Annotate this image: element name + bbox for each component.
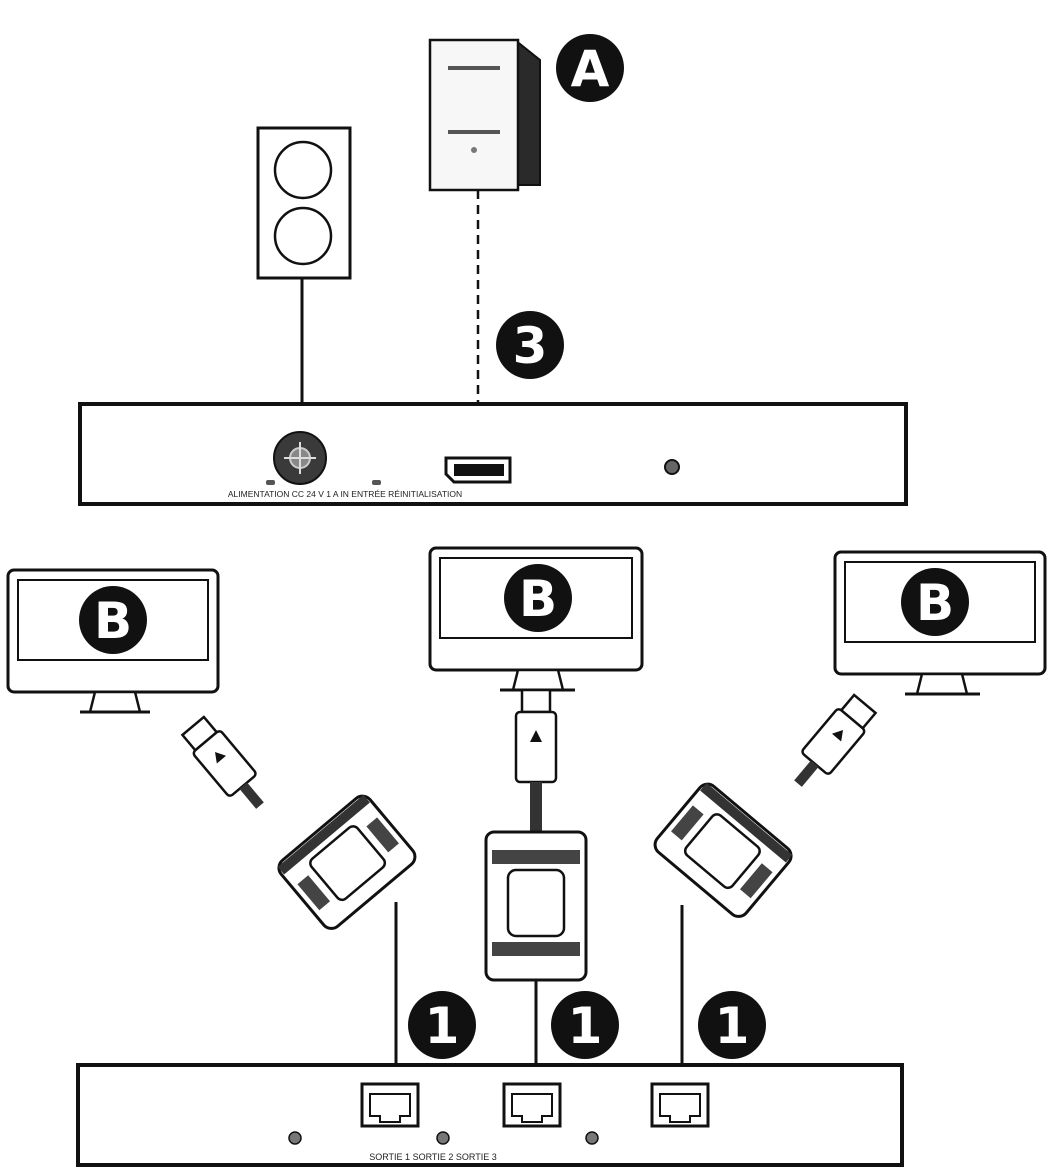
- badge-output-cable-label: 1: [715, 997, 750, 1055]
- transmitter-unit: ALIMENTATION CC 24 V 1 A IN ENTRÉE RÉINI…: [78, 402, 908, 506]
- badge-computer: A: [556, 34, 624, 102]
- displayport-plug-icon: [514, 688, 558, 832]
- badge-monitor-label: B: [94, 592, 132, 650]
- rj45-port-icon: [502, 1082, 562, 1128]
- status-led: [288, 1131, 302, 1145]
- dc-power-jack: [273, 431, 327, 485]
- transmitter-port-labels: ALIMENTATION CC 24 V 1 A IN ENTRÉE RÉINI…: [228, 489, 462, 499]
- badge-monitor-label: B: [519, 570, 557, 628]
- led: [266, 480, 275, 485]
- hdbaset-receiver-icon: [653, 782, 793, 918]
- badge-output-cable: 1: [698, 991, 766, 1059]
- badge-monitor: B: [504, 564, 572, 632]
- rj45-port-icon: [650, 1082, 710, 1128]
- rj45-port-icon: [360, 1082, 420, 1128]
- badge-computer-label: A: [571, 40, 610, 98]
- status-led: [436, 1131, 450, 1145]
- badge-output-cable-label: 1: [425, 997, 460, 1055]
- hdbaset-receiver-icon: [277, 794, 417, 930]
- wall-outlet-icon: [256, 126, 352, 280]
- splitter-unit: SORTIE 1 SORTIE 2 SORTIE 3: [76, 1063, 904, 1167]
- badge-input-cable: 3: [496, 311, 564, 379]
- displayport-plug-icon: [180, 715, 264, 809]
- badge-monitor: B: [79, 586, 147, 654]
- badge-output-cable: 1: [551, 991, 619, 1059]
- badge-output-cable: 1: [408, 991, 476, 1059]
- status-led: [585, 1131, 599, 1145]
- badge-output-cable-label: 1: [568, 997, 603, 1055]
- displayport-plug-icon: [794, 693, 878, 787]
- splitter-port-labels: SORTIE 1 SORTIE 2 SORTIE 3: [369, 1152, 497, 1162]
- computer-tower-icon: [428, 38, 541, 192]
- badge-input-cable-label: 3: [513, 317, 548, 375]
- displayport-input-port: [444, 456, 512, 484]
- badge-monitor-label: B: [916, 574, 954, 632]
- led: [372, 480, 381, 485]
- reset-button: [664, 459, 680, 475]
- hdbaset-receiver-icon: [484, 830, 588, 982]
- badge-monitor: B: [901, 568, 969, 636]
